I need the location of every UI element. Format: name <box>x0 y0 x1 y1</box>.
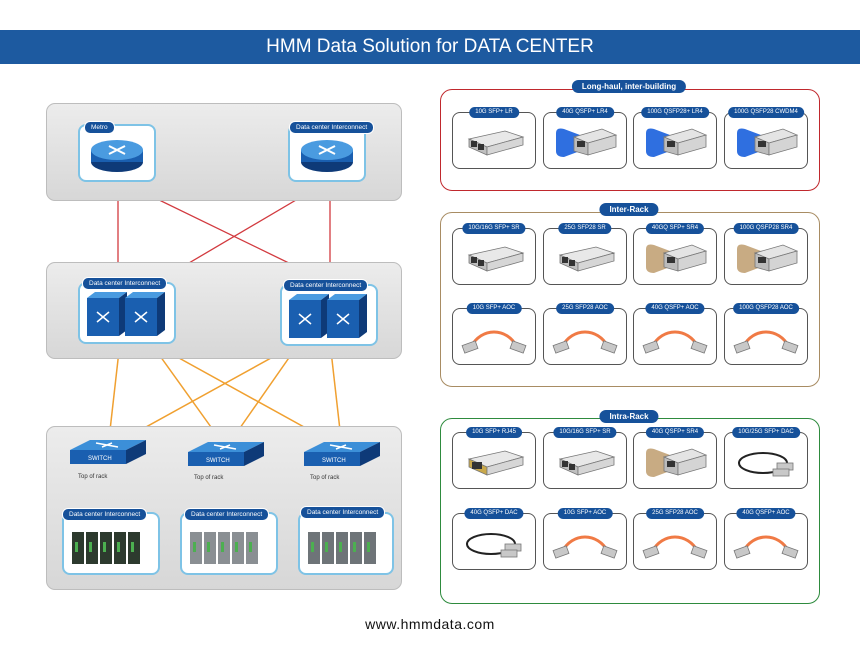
dac-cable-icon <box>738 452 794 477</box>
tor-switch-3[interactable]: SWITCH <box>302 440 382 476</box>
rack-1[interactable] <box>62 512 160 575</box>
product-card[interactable]: 100G QSFP28 CWDM4 <box>724 107 808 169</box>
product-label: 100G QSFP28 CWDM4 <box>728 107 804 118</box>
product-card[interactable]: 40G QSFP+ DAC <box>452 508 536 570</box>
product-card[interactable]: 10G SFP+ AOC <box>543 508 627 570</box>
product-label: 40G QSFP+ DAC <box>464 508 524 519</box>
product-card[interactable]: 100G QSFP28 SR4 <box>724 223 808 285</box>
product-card[interactable]: 10G SFP+ LR <box>452 107 536 169</box>
switch-icon-text: SWITCH <box>322 458 346 464</box>
product-card[interactable]: 100G QSFP28 AOC <box>724 303 808 365</box>
page-title: HMM Data Solution for DATA CENTER <box>0 30 860 64</box>
server-rack-icon <box>72 532 140 564</box>
rack-2[interactable] <box>180 512 278 575</box>
product-label: 10G SFP+ LR <box>469 107 519 118</box>
qsfp-module-icon <box>646 244 708 273</box>
spine-label-right: Data center Interconnect <box>283 279 369 292</box>
product-card[interactable]: 25G SFP28 SR <box>543 223 627 285</box>
product-card[interactable]: 40G QSFP+ LR4 <box>543 107 627 169</box>
product-label: 10G SFP+ AOC <box>466 303 522 314</box>
core-label-metro: Metro <box>84 121 115 134</box>
switch-icon-text: SWITCH <box>88 456 112 462</box>
product-label: 25G SFP28 AOC <box>556 303 614 314</box>
product-label: 40GQ SFP+ SR4 <box>645 223 705 234</box>
core-label-dci: Data center Interconnect <box>289 121 375 134</box>
sfp-module-icon <box>467 130 525 156</box>
footer-url: www.hmmdata.com <box>365 616 495 632</box>
group-title-long-haul: Long-haul, inter-building <box>571 80 687 93</box>
sfp-module-icon <box>558 450 616 476</box>
tor-switch-2[interactable]: SWITCH <box>186 440 266 476</box>
qsfp-module-icon <box>737 244 799 273</box>
switch-icon: SWITCH <box>70 440 146 464</box>
switch-icon: SWITCH <box>304 442 380 466</box>
product-card[interactable]: 40G QSFP+ AOC <box>724 508 808 570</box>
product-label: 10G SFP+ AOC <box>557 508 613 519</box>
switch-icon-text: SWITCH <box>206 458 230 464</box>
tor-caption-2: Top of rack <box>194 475 224 481</box>
tor-caption-3: Top of rack <box>310 475 340 481</box>
product-card[interactable]: 10G/25G SFP+ DAC <box>724 427 808 489</box>
metro-router[interactable] <box>78 124 156 182</box>
switch-icon: SWITCH <box>188 442 264 466</box>
rack-label-3: Data center Interconnect <box>300 506 386 519</box>
spine-switch-left[interactable] <box>78 282 176 344</box>
qsfp-module-icon <box>646 128 708 157</box>
aoc-cable-icon <box>642 330 708 354</box>
product-label: 40G QSFP+ LR4 <box>556 107 614 118</box>
product-card[interactable]: 100G QSFP28+ LR4 <box>633 107 717 169</box>
qsfp-module-icon <box>737 128 799 157</box>
tor-switch-1[interactable]: SWITCH <box>68 438 148 474</box>
product-card[interactable]: 10G SFP+ AOC <box>452 303 536 365</box>
product-label: 10G/16G SFP+ SR <box>553 427 617 438</box>
sfp-module-icon <box>558 246 616 272</box>
product-card[interactable]: 25G SFP28 AOC <box>633 508 717 570</box>
router-icon <box>301 140 353 172</box>
sfp-module-icon <box>467 246 525 272</box>
product-card[interactable]: 10G SFP+ RJ45 <box>452 427 536 489</box>
core-switch-icon <box>87 292 165 336</box>
product-label: 10G SFP+ RJ45 <box>466 427 522 438</box>
server-rack-icon <box>308 532 376 564</box>
product-label: 10G/25G SFP+ DAC <box>732 427 800 438</box>
qsfp-module-icon <box>646 448 708 477</box>
rack-label-2: Data center Interconnect <box>184 508 270 521</box>
spine-switch-right[interactable] <box>280 284 378 346</box>
product-label: 40G QSFP+ AOC <box>645 303 705 314</box>
product-label: 100G QSFP28 SR4 <box>733 223 799 234</box>
product-label: 40G QSFP+ SR4 <box>645 427 705 438</box>
aoc-cable-icon <box>552 330 618 354</box>
dac-cable-icon <box>466 533 522 558</box>
rack-label-1: Data center Interconnect <box>62 508 148 521</box>
core-switch-icon <box>289 294 367 338</box>
spine-label-left: Data center Interconnect <box>82 277 168 290</box>
server-rack-icon <box>190 532 258 564</box>
group-title-inter-rack: Inter-Rack <box>599 203 659 216</box>
product-label: 10G/16G SFP+ SR <box>462 223 526 234</box>
product-label: 40G QSFP+ AOC <box>736 508 796 519</box>
rj45-module-icon <box>467 450 525 476</box>
product-card[interactable]: 40G QSFP+ AOC <box>633 303 717 365</box>
product-label: 100G QSFP28+ LR4 <box>641 107 709 118</box>
product-label: 25G SFP28 SR <box>558 223 612 234</box>
aoc-cable-icon <box>642 535 708 559</box>
product-label: 100G QSFP28 AOC <box>733 303 799 314</box>
qsfp-module-icon <box>556 128 618 157</box>
product-card[interactable]: 40GQ SFP+ SR4 <box>633 223 717 285</box>
product-label: 25G SFP28 AOC <box>646 508 704 519</box>
group-title-intra-rack: Intra-Rack <box>599 410 659 423</box>
tor-caption-1: Top of rack <box>78 474 108 480</box>
product-card[interactable]: 10G/16G SFP+ SR <box>452 223 536 285</box>
aoc-cable-icon <box>733 330 799 354</box>
product-card[interactable]: 25G SFP28 AOC <box>543 303 627 365</box>
aoc-cable-icon <box>552 535 618 559</box>
router-icon <box>91 140 143 172</box>
aoc-cable-icon <box>461 330 527 354</box>
product-card[interactable]: 40G QSFP+ SR4 <box>633 427 717 489</box>
aoc-cable-icon <box>733 535 799 559</box>
rack-3[interactable] <box>298 512 394 575</box>
product-card[interactable]: 10G/16G SFP+ SR <box>543 427 627 489</box>
